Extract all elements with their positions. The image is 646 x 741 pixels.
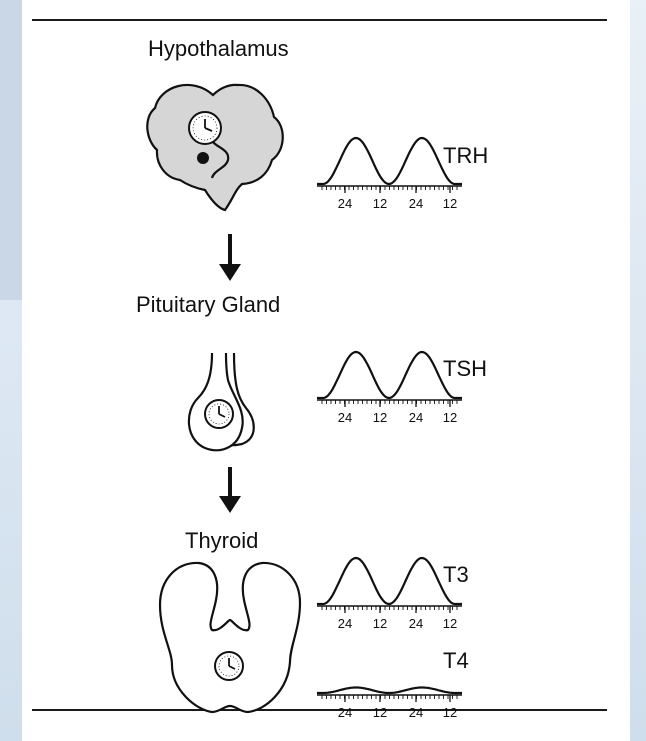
axis-tick-label: 12	[443, 616, 457, 631]
axis-tick-label: 24	[338, 196, 352, 211]
clock-icon	[215, 652, 243, 680]
axis-tick-label: 24	[409, 410, 423, 425]
down-arrow-icon	[219, 467, 241, 513]
brain-icon	[147, 85, 282, 210]
axis-tick-label: 12	[443, 705, 457, 720]
rhythm-plot-tsh: 24 12 24 12	[317, 352, 462, 425]
rhythm-curve	[317, 558, 462, 604]
rhythm-plot-t4: 24 12 24 12	[317, 688, 462, 721]
rhythm-curve	[317, 688, 462, 694]
hypothalamus-nucleus	[197, 152, 209, 164]
down-arrow-icon	[219, 234, 241, 281]
rhythm-curve	[317, 352, 462, 398]
axis-tick-label: 24	[409, 705, 423, 720]
rhythm-plot-trh: 24 12 24 12	[317, 138, 462, 211]
axis-tick-label: 12	[443, 196, 457, 211]
rhythm-plot-t3: 24 12 24 12	[317, 558, 462, 631]
rhythm-curve	[317, 138, 462, 184]
axis-tick-label: 24	[409, 616, 423, 631]
thyroid-icon	[160, 563, 300, 712]
axis-tick-label: 24	[338, 705, 352, 720]
axis-tick-label: 12	[443, 410, 457, 425]
axis-tick-label: 24	[409, 196, 423, 211]
axis-tick-label: 12	[373, 196, 387, 211]
clock-icon	[205, 400, 233, 428]
axis-tick-label: 24	[338, 616, 352, 631]
axis-tick-label: 12	[373, 705, 387, 720]
axis-tick-label: 24	[338, 410, 352, 425]
clock-icon	[189, 112, 221, 144]
axis-tick-label: 12	[373, 410, 387, 425]
axis-tick-label: 12	[373, 616, 387, 631]
